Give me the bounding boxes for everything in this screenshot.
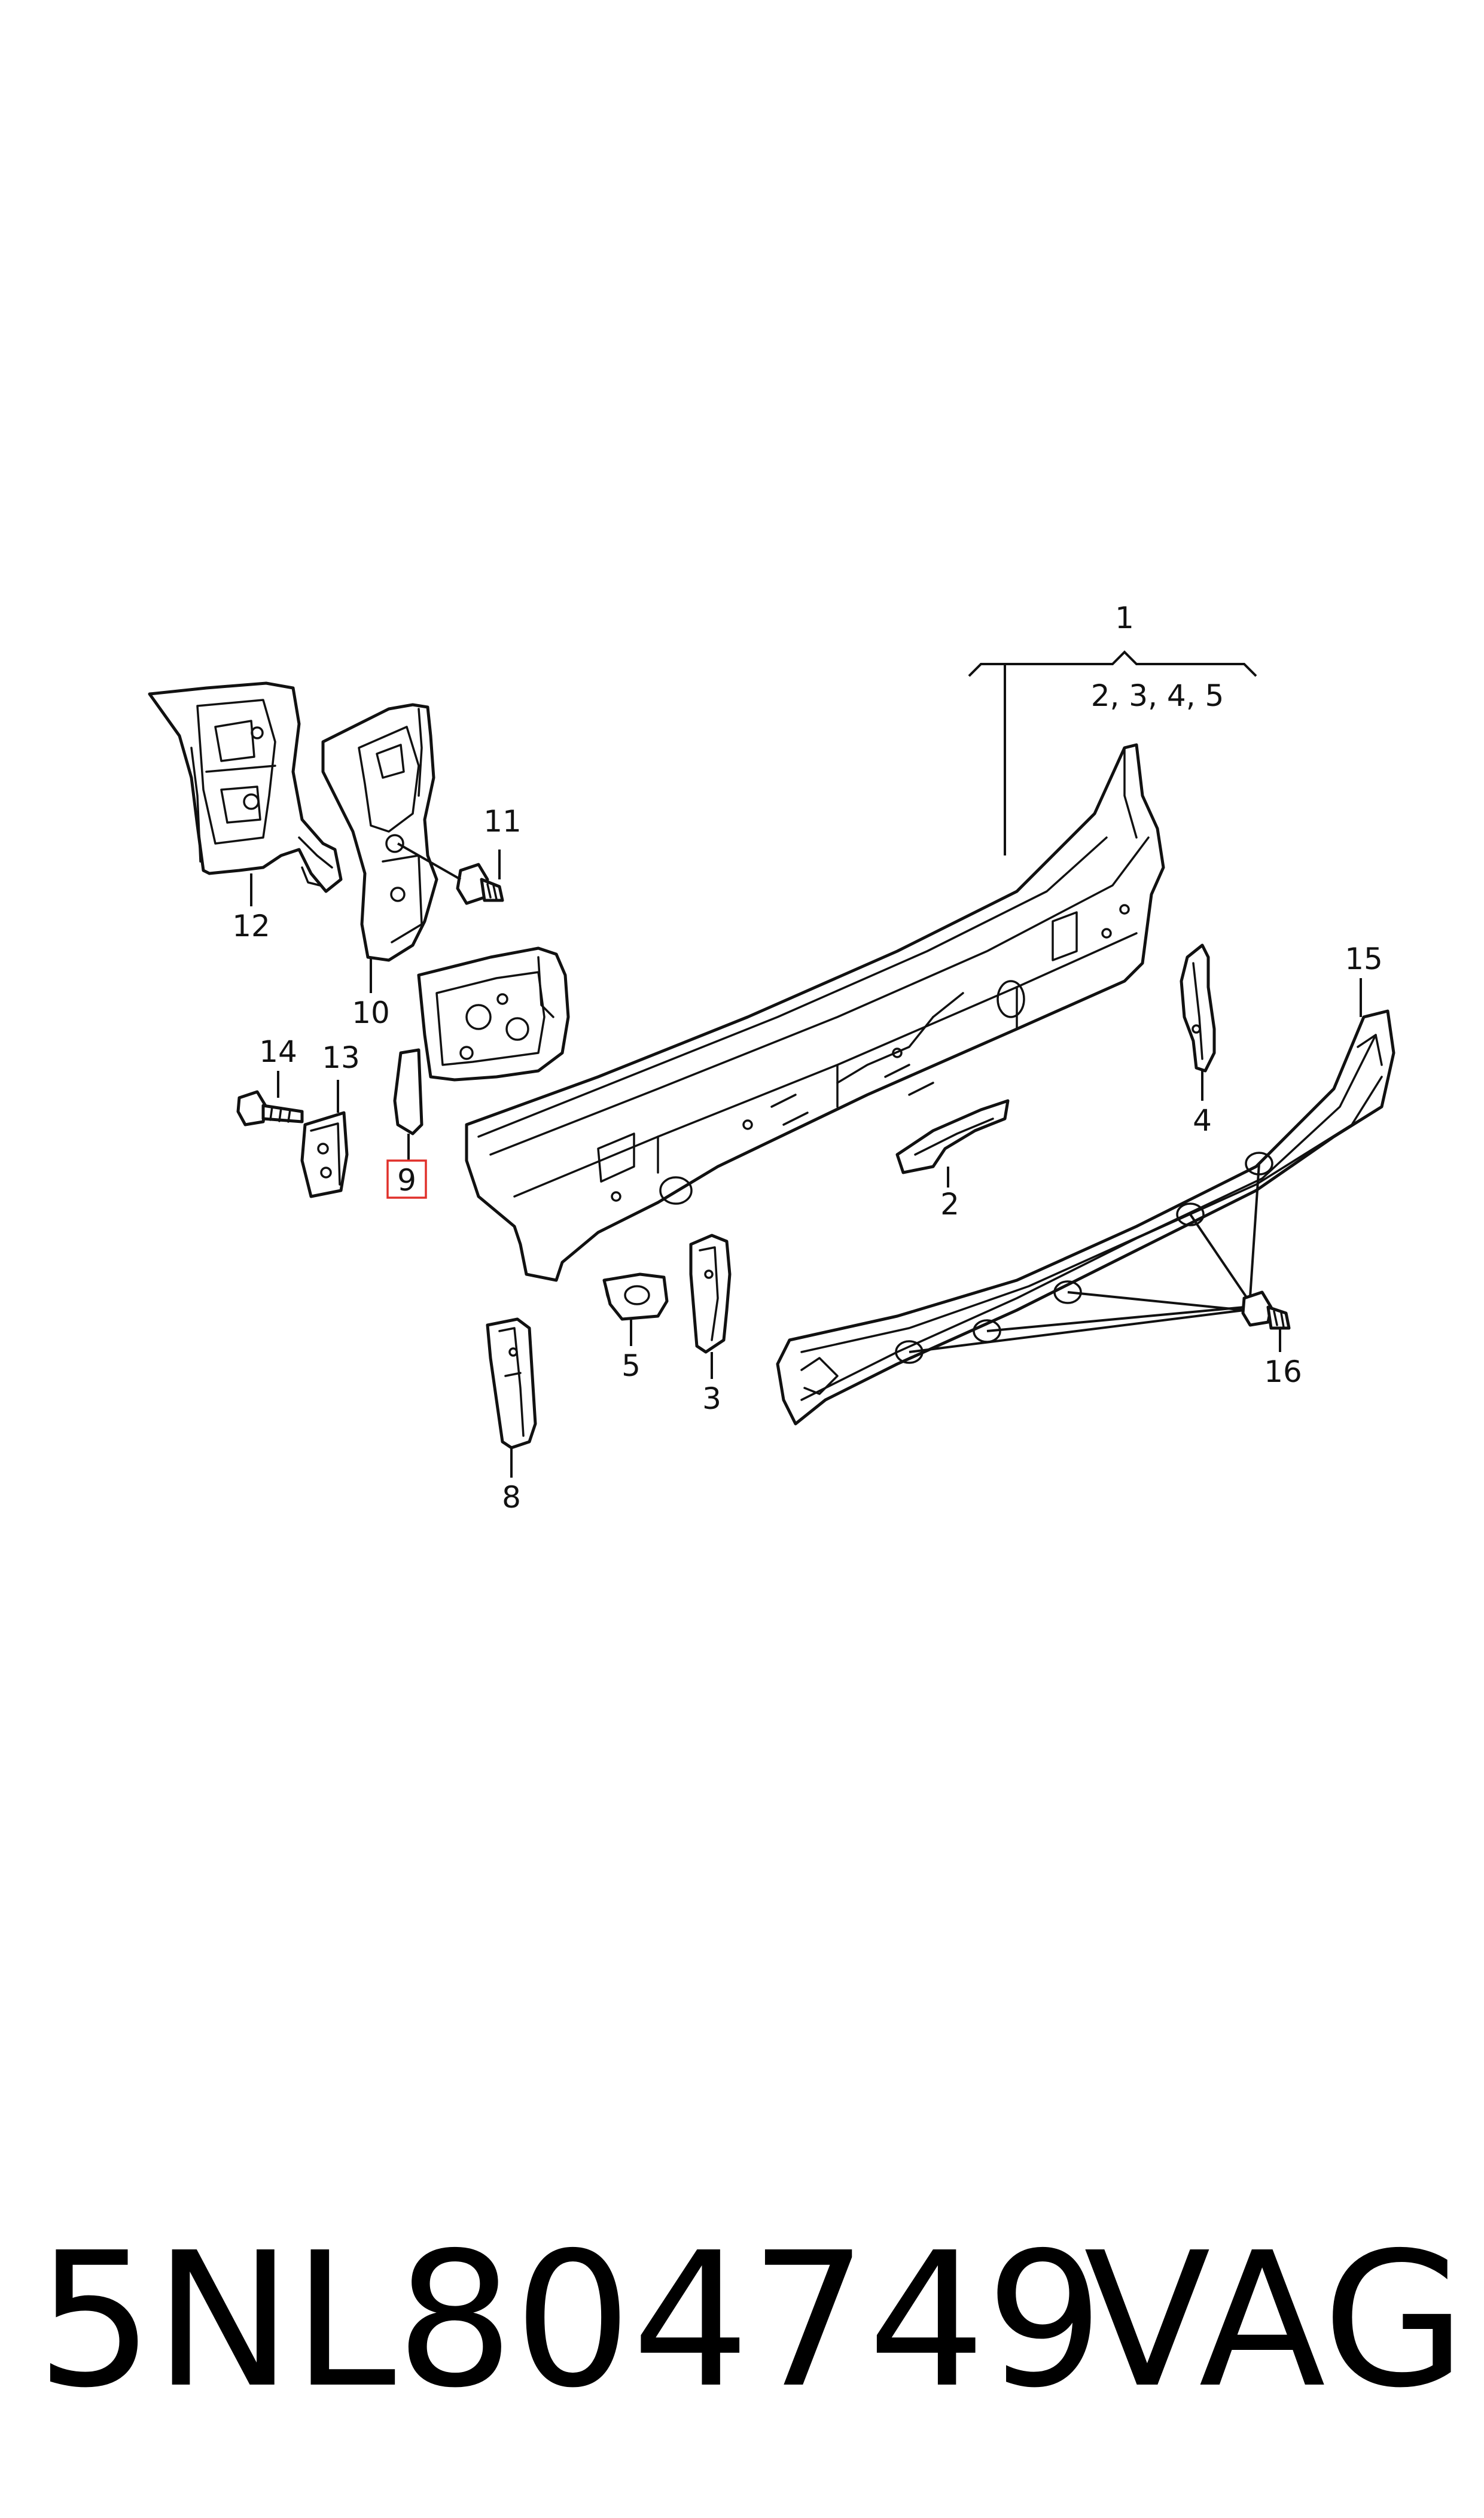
brand-label: VAG — [1083, 2213, 1466, 2429]
part-14-bolt — [236, 1090, 304, 1126]
callout-8[interactable]: 8 — [502, 1480, 521, 1515]
part-number: 5NL804749 — [36, 2213, 1104, 2429]
callout-15[interactable]: 15 — [1345, 942, 1383, 976]
part-2-small-bracket — [895, 1099, 1010, 1174]
part-10-pillar-bracket — [321, 703, 438, 962]
callout-4[interactable]: 4 — [1193, 1103, 1212, 1138]
callout-13[interactable]: 13 — [322, 1040, 360, 1075]
part-13-plate — [300, 1111, 349, 1198]
callout-2[interactable]: 2 — [940, 1187, 959, 1222]
part-15-bumper-carrier — [776, 1009, 1395, 1426]
part-4-right-bracket — [1180, 943, 1216, 1073]
part-12-side-panel — [148, 681, 343, 893]
callout-11[interactable]: 11 — [483, 804, 522, 839]
part-11-bolt — [397, 842, 504, 905]
part-5-nut-plate — [602, 1272, 669, 1321]
callout-10[interactable]: 10 — [352, 995, 390, 1030]
part-8-rail-bracket — [486, 1317, 537, 1450]
part-1-rear-crossmember — [465, 743, 1165, 1282]
callout-1-subparts[interactable]: 2, 3, 4, 5 — [1091, 678, 1224, 713]
part-3-vertical-bracket — [689, 1234, 732, 1354]
callout-1-bracket — [968, 650, 1257, 855]
callout-1[interactable]: 1 — [1115, 601, 1134, 635]
callout-5[interactable]: 5 — [621, 1348, 641, 1383]
callout-12[interactable]: 12 — [232, 909, 270, 943]
callout-3[interactable]: 3 — [702, 1381, 721, 1416]
callout-14[interactable]: 14 — [259, 1034, 297, 1069]
part-16-bolt — [909, 1163, 1291, 1353]
callout-16[interactable]: 16 — [1264, 1354, 1302, 1389]
part-9-reinforcement-panel — [393, 946, 570, 1135]
footer: 5NL804749 VAG — [0, 2213, 1484, 2429]
callout-9-highlight-box — [386, 1159, 427, 1199]
callout-9[interactable]: 9 — [397, 1163, 416, 1198]
